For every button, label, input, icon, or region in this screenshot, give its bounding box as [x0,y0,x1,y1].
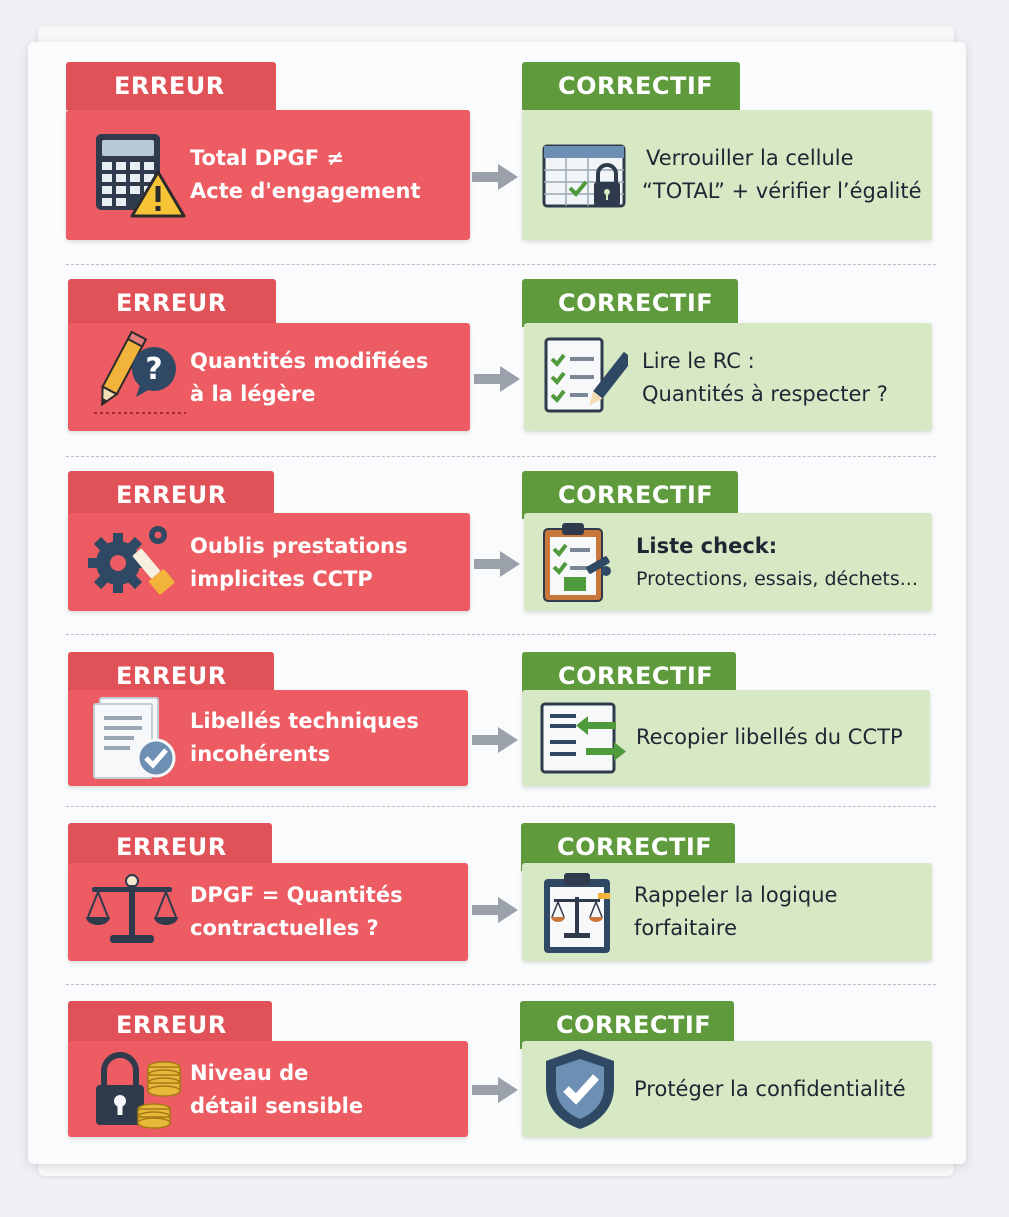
locked-spreadsheet-icon [542,144,626,208]
error-box: DPGF = Quantités contractuelles ? [68,863,468,961]
arrow-right-icon [472,897,518,923]
fix-label: CORRECTIF [558,662,714,690]
fix-label: CORRECTIF [556,1011,712,1039]
fix-tab: CORRECTIF [522,471,738,519]
error-text-line-1: Niveau de [190,1061,309,1085]
arrow-right-icon [474,366,520,392]
error-text-line-2: incohérents [190,742,331,766]
fix-label: CORRECTIF [558,481,714,509]
fix-box: Protéger la confidentialité [522,1041,932,1137]
svg-text:?: ? [145,352,162,387]
fix-box: Rappeler la logique forfaitaire [522,863,932,961]
arrow-right-icon [472,164,518,190]
error-text-line-2: Acte d'engagement [190,179,421,203]
error-label: ERREUR [116,481,227,509]
fix-box: Verrouiller la cellule “TOTAL” + vérifie… [522,110,932,240]
fix-box: Recopier libellés du CCTP [522,690,930,786]
error-text-line-1: Libellés techniques [190,709,419,733]
error-text-line-1: DPGF = Quantités [190,883,403,907]
row-divider [66,806,936,807]
fix-text-line-2: Protections, essais, déchets... [636,568,918,590]
error-box: Oublis prestations implicites CCTP [68,513,470,611]
error-label: ERREUR [116,833,227,861]
error-box: ? Quantités modifiées à la légère [68,323,470,431]
row-divider [66,984,936,985]
error-label: ERREUR [116,1011,227,1039]
padlock-coins-icon [96,1052,181,1129]
checklist-pencil-icon [544,337,628,413]
fix-box: Liste check: Protections, essais, déchet… [524,513,932,611]
fix-text-line-1: Recopier libellés du CCTP [636,725,903,749]
error-text-line-2: contractuelles ? [190,916,379,940]
arrow-right-icon [474,551,520,577]
arrow-right-icon [472,727,518,753]
document-check-icon [93,697,176,779]
fix-text-line-2: Quantités à respecter ? [642,382,888,406]
error-box: Niveau de détail sensible [68,1041,468,1137]
fix-text-line-1: Verrouiller la cellule [646,146,854,170]
fix-tab: CORRECTIF [522,62,740,110]
arrow-right-icon [472,1077,518,1103]
row-divider [66,264,936,265]
fix-label: CORRECTIF [557,833,713,861]
clipboard-scales-icon [544,873,610,953]
error-text-line-2: à la légère [190,382,316,406]
error-box: Libellés techniques incohérents [68,690,468,786]
error-tab: ERREUR [68,279,276,327]
clipboard-check-icon [543,523,611,602]
fix-text-line-1: Rappeler la logique [634,883,838,907]
error-box: Total DPGF ≠ Acte d'engagement [66,110,470,240]
error-label: ERREUR [116,662,227,690]
error-text-line-1: Quantités modifiées [190,349,429,373]
row-divider [66,456,936,457]
pencil-question-icon: ? [94,331,186,414]
calculator-warning-icon [96,134,186,218]
error-text-line-1: Oublis prestations [190,534,408,558]
fix-label: CORRECTIF [558,72,714,100]
error-tab: ERREUR [68,471,274,519]
fix-text-line-2: “TOTAL” + vérifier l’égalité [642,179,922,203]
gears-brush-icon [88,526,175,595]
error-text-line-2: détail sensible [190,1094,364,1118]
fix-tab: CORRECTIF [522,279,738,327]
error-tab: ERREUR [66,62,276,110]
fix-text-line-1: Protéger la confidentialité [634,1077,906,1101]
row-divider [66,634,936,635]
fix-text-line-1: Liste check: [636,534,778,558]
fix-box: Lire le RC : Quantités à respecter ? [524,323,932,431]
fix-text-line-2: forfaitaire [634,916,738,940]
error-text-line-2: implicites CCTP [190,567,373,591]
shield-check-icon [546,1049,614,1129]
error-label: ERREUR [114,72,225,100]
fix-label: CORRECTIF [558,289,714,317]
fix-text-line-1: Lire le RC : [642,349,755,373]
scales-icon [86,874,178,943]
error-text-line-1: Total DPGF ≠ [190,146,344,170]
document-copy-arrows-icon [540,702,626,774]
error-label: ERREUR [116,289,227,317]
